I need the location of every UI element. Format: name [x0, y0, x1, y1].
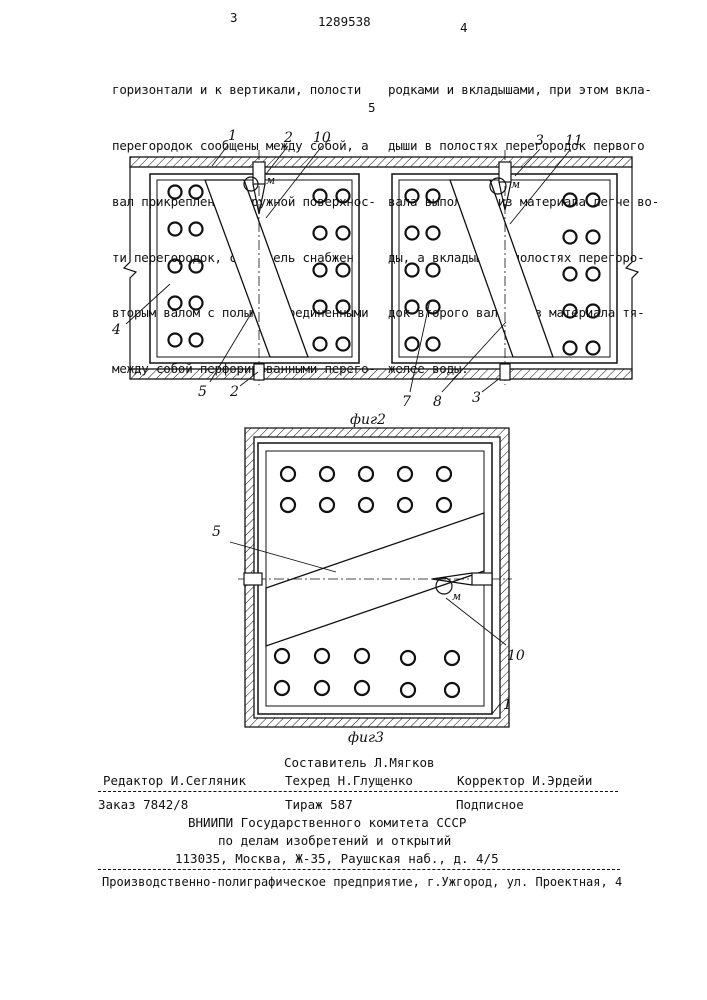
fig2-label-m-left: м [266, 174, 275, 187]
housing-bottom-wall [130, 369, 632, 379]
figure-3-caption: фиг3 [348, 730, 384, 746]
fig2-label-10: 10 [313, 130, 331, 146]
order-number: Заказ 7842/8 [98, 797, 188, 812]
org-line-1: ВНИИПИ Государственного комитета СССР [188, 815, 466, 830]
fig2-label-4: 4 [112, 322, 121, 338]
fig3-bolt-left [244, 573, 262, 585]
printer-line: Производственно-полиграфическое предприя… [102, 875, 622, 889]
fig2-label-8: 8 [433, 394, 442, 410]
divider-line [98, 869, 620, 870]
shaft-bolt-left-bottom [254, 364, 264, 380]
fig2-label-7: 7 [402, 394, 411, 410]
break-line-right [626, 167, 638, 369]
housing-top-wall [130, 157, 632, 167]
fig2-label-m-right: м [511, 178, 520, 191]
divider-line [98, 791, 618, 792]
corrector-credit: Корректор И.Эрдейи [457, 773, 592, 788]
fig2-label-2-top: 2 [284, 130, 293, 146]
fig2-label-11: 11 [565, 133, 583, 149]
insert-strip-left [205, 180, 308, 357]
fig3-label-10: 10 [507, 648, 525, 664]
fig3-label-1: 1 [503, 697, 512, 713]
circulation: Тираж 587 [285, 797, 353, 812]
figure-3-drawing [0, 420, 707, 740]
shaft-bolt-right-bottom [500, 364, 510, 380]
techred-credit: Техред Н.Глущенко [285, 773, 413, 788]
fig2-label-3-bottom: 3 [472, 390, 481, 406]
fig2-label-3-top: 3 [535, 133, 544, 149]
editor-credit: Редактор И.Сегляник [103, 773, 246, 788]
address: 113035, Москва, Ж-35, Раушская наб., д. … [175, 851, 499, 866]
fig2-label-1: 1 [228, 128, 237, 144]
compiler-credit: Составитель Л.Мягков [284, 755, 435, 770]
org-line-2: по делам изобретений и открытий [218, 833, 451, 848]
fig2-label-2-bottom: 2 [230, 384, 239, 400]
fig3-label-5: 5 [212, 524, 221, 540]
fig2-label-5: 5 [198, 384, 207, 400]
break-line-left [124, 167, 136, 369]
subscription: Подписное [456, 797, 524, 812]
fig3-label-m: м [452, 590, 461, 603]
figure-2-drawing [0, 0, 707, 440]
insert-strip-right [450, 180, 553, 357]
